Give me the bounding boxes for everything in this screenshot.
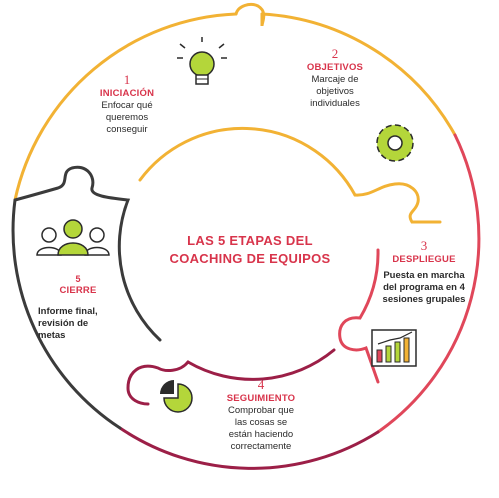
stage2-label: 2 OBJETIVOS Marcaje de objetivos individ…	[290, 46, 380, 110]
stage5-label: 5 CIERRE Informe final, revisión de meta…	[38, 274, 118, 342]
stage5-desc-line1: Informe final,	[38, 306, 98, 318]
stage4-label: 4 SEGUIMIENTO Comprobar que las cosas se…	[213, 377, 309, 453]
stage3-inner-knob	[338, 248, 380, 384]
stage3-label: 3 DESPLIEGUE Puesta en marcha del progra…	[374, 238, 474, 306]
stage1-label: 1 INICIACIÓN Enfocar qué queremos conseg…	[82, 72, 172, 136]
lightbulb-icon	[177, 37, 227, 85]
stage3-desc-line2: del programa en 4	[383, 282, 465, 293]
stage1-title: INICIACIÓN	[99, 88, 155, 100]
stage2-number: 2	[331, 46, 339, 61]
stage4-outer-arc	[118, 426, 380, 470]
stage2-desc-line2: objetivos	[316, 86, 354, 97]
stage5-desc-line3: metas	[38, 329, 66, 341]
title-line-1: LAS 5 ETAPAS DEL	[187, 233, 313, 248]
stage4-number: 4	[257, 377, 265, 392]
stage1-stage2-knob	[234, 2, 266, 27]
stage4-inner-arc	[186, 348, 336, 381]
stage5-outer-arc	[11, 198, 122, 430]
stage2-outer-arc	[260, 12, 457, 137]
stage5-number: 5	[75, 274, 81, 284]
stage3-desc-line3: sesiones grupales	[382, 293, 466, 305]
stage2-inner-arc	[138, 126, 357, 197]
stage4-desc-line4: correctamente	[230, 440, 292, 452]
stage4-knob	[126, 360, 190, 406]
stage1-desc-line2: queremos	[105, 112, 149, 123]
stage2-title: OBJETIVOS	[306, 62, 364, 74]
stage5-knob	[13, 165, 162, 342]
diagram-title: LAS 5 ETAPAS DEL COACHING DE EQUIPOS	[165, 232, 335, 267]
stage1-number: 1	[123, 72, 131, 87]
stage3-title: DESPLIEGUE	[392, 254, 456, 266]
stage3-desc-line1: Puesta en marcha	[383, 270, 465, 282]
stage5-desc-line2: revisión de	[38, 318, 89, 329]
stage2-inner-knob	[353, 182, 442, 224]
stage5-title: CIERRE	[59, 285, 97, 297]
team-icon	[36, 219, 110, 256]
stage4-desc-line1: Comprobar que	[227, 405, 294, 417]
stage4-desc-line2: las cosas se	[234, 417, 288, 428]
stage3-outer-arc	[376, 133, 481, 434]
gear-icon	[376, 124, 414, 162]
stage4-desc-line3: están haciendo	[228, 428, 294, 440]
stage1-outer-arc	[13, 12, 238, 202]
stage1-desc-line3: conseguir	[106, 123, 148, 135]
stage3-number: 3	[420, 238, 428, 253]
title-line-2: COACHING DE EQUIPOS	[169, 250, 331, 266]
pie-chart-icon	[160, 380, 193, 413]
bar-chart-icon	[371, 329, 417, 367]
stage2-desc-line3: individuales	[310, 97, 360, 109]
stage1-desc-line1: Enfocar qué	[101, 100, 153, 112]
stage2-desc-line1: Marcaje de	[311, 74, 359, 86]
stage4-title: SEGUIMIENTO	[226, 393, 296, 405]
